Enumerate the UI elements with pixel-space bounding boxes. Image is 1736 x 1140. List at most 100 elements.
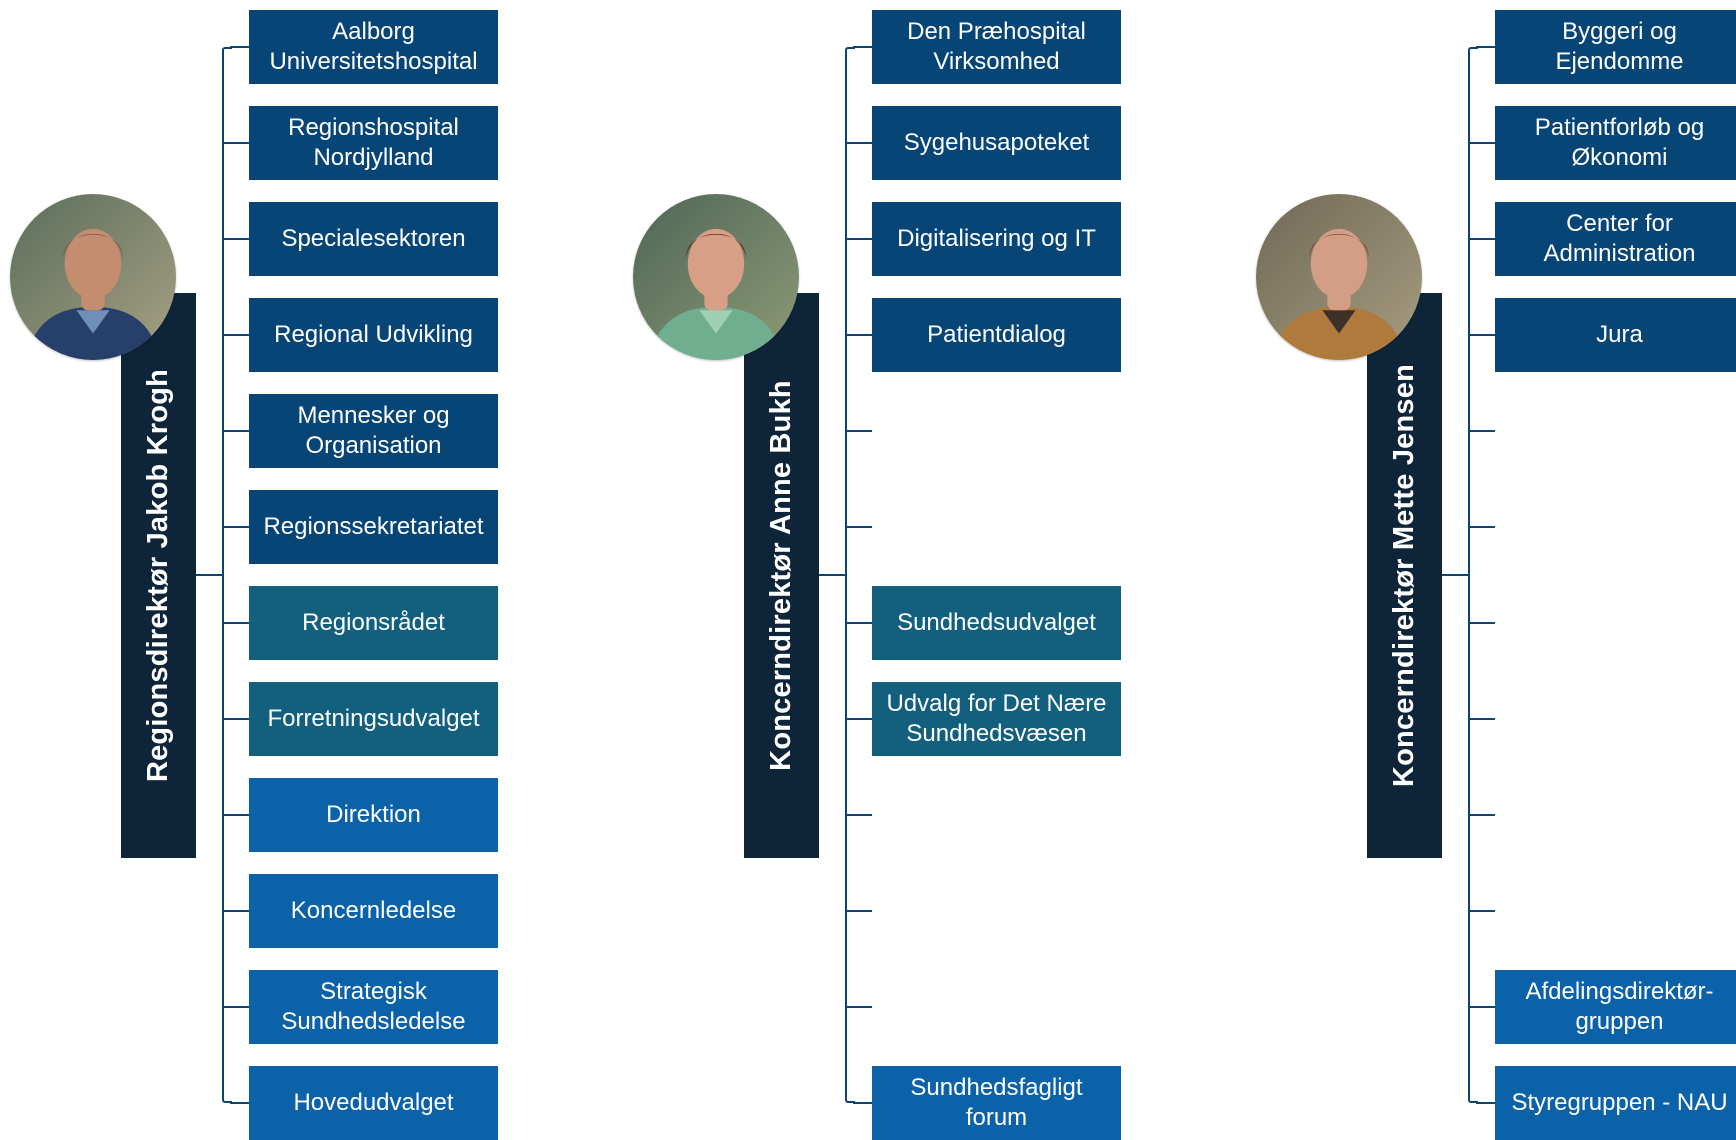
connector-branch — [222, 814, 249, 816]
connector-branch — [845, 142, 872, 144]
unit-label: Koncernledelse — [290, 897, 457, 924]
connector-spine — [222, 47, 232, 1103]
unit-card[interactable]: Direktion — [249, 778, 498, 852]
unit-card[interactable]: Strategisk Sundhedsledelse — [249, 970, 498, 1044]
connector-branch — [222, 526, 249, 528]
connector-stub — [819, 574, 845, 576]
connector-branch — [845, 622, 872, 624]
connector-branch — [1468, 718, 1495, 720]
unit-label: Specialesektoren — [281, 225, 466, 252]
connector-branch — [1476, 46, 1495, 48]
connector-branch — [845, 526, 872, 528]
unit-card[interactable]: Forretningsudvalget — [249, 682, 498, 756]
unit-label: Digitalisering og IT — [897, 225, 1096, 252]
connector-spine — [1468, 47, 1478, 1103]
connector-branch — [230, 1102, 249, 1104]
director-portrait — [633, 194, 799, 360]
unit-label: Direktion — [326, 801, 421, 828]
unit-card[interactable]: Styregruppen - NAU — [1495, 1066, 1736, 1140]
unit-label: Regionssekretariatet — [263, 513, 484, 540]
unit-label: Sundhedsudvalget — [897, 609, 1096, 636]
connector-branch — [222, 238, 249, 240]
unit-label: Strategisk Sundhedsledelse — [281, 978, 466, 1035]
unit-card[interactable]: Regional Udvikling — [249, 298, 498, 372]
unit-label: Regionsrådet — [302, 609, 445, 636]
connector-branch — [222, 430, 249, 432]
unit-label: Hovedudvalget — [293, 1089, 454, 1116]
director-portrait — [10, 194, 176, 360]
unit-label: Byggeri og Ejendomme — [1555, 18, 1684, 75]
unit-card[interactable]: Koncernledelse — [249, 874, 498, 948]
connector-branch — [1476, 1102, 1495, 1104]
connector-branch — [853, 1102, 872, 1104]
unit-card[interactable]: Udvalg for Det Nære Sundhedsvæsen — [872, 682, 1121, 756]
unit-card[interactable]: Afdelingsdirektør-gruppen — [1495, 970, 1736, 1044]
unit-label: Mennesker og Organisation — [297, 402, 450, 459]
connector-branch — [1468, 334, 1495, 336]
connector-branch — [222, 1006, 249, 1008]
unit-label: Sygehusapoteket — [903, 129, 1090, 156]
unit-card[interactable]: Regionssekretariatet — [249, 490, 498, 564]
unit-card[interactable]: Byggeri og Ejendomme — [1495, 10, 1736, 84]
unit-label: Aalborg Universitetshospital — [269, 18, 478, 75]
director-portrait — [1256, 194, 1422, 360]
connector-branch — [1468, 622, 1495, 624]
connector-stub — [1442, 574, 1468, 576]
unit-card[interactable]: Specialesektoren — [249, 202, 498, 276]
unit-label: Patientforløb og Økonomi — [1534, 114, 1705, 171]
unit-label: Styregruppen - NAU — [1511, 1089, 1728, 1116]
connector-branch — [1468, 1006, 1495, 1008]
connector-branch — [1468, 142, 1495, 144]
connector-branch — [845, 430, 872, 432]
connector-branch — [853, 46, 872, 48]
connector-branch — [1468, 430, 1495, 432]
connector-branch — [222, 142, 249, 144]
connector-branch — [845, 910, 872, 912]
connector-branch — [845, 814, 872, 816]
unit-card[interactable]: Sygehusapoteket — [872, 106, 1121, 180]
unit-card[interactable]: Regionsrådet — [249, 586, 498, 660]
unit-card[interactable]: Jura — [1495, 298, 1736, 372]
connector-spine — [845, 47, 855, 1103]
unit-label: Udvalg for Det Nære Sundhedsvæsen — [886, 690, 1107, 747]
unit-card[interactable]: Sundhedsfagligt forum — [872, 1066, 1121, 1140]
connector-branch — [845, 718, 872, 720]
connector-branch — [845, 1006, 872, 1008]
director-title: Koncerndirektør Mette Jensen — [1388, 364, 1420, 787]
connector-branch — [222, 622, 249, 624]
connector-branch — [845, 334, 872, 336]
unit-label: Forretningsudvalget — [267, 705, 480, 732]
unit-card[interactable]: Regionshospital Nordjylland — [249, 106, 498, 180]
unit-card[interactable]: Hovedudvalget — [249, 1066, 498, 1140]
connector-branch — [1468, 526, 1495, 528]
director-title: Regionsdirektør Jakob Krogh — [142, 368, 175, 783]
director-title: Koncerndirektør Anne Bukh — [765, 380, 798, 771]
director-title-bar: Koncerndirektør Mette Jensen — [1367, 293, 1442, 858]
unit-label: Regionshospital Nordjylland — [288, 114, 459, 171]
connector-stub — [196, 574, 222, 576]
unit-label: Sundhedsfagligt forum — [910, 1074, 1083, 1131]
connector-branch — [222, 910, 249, 912]
unit-card[interactable]: Digitalisering og IT — [872, 202, 1121, 276]
connector-branch — [230, 46, 249, 48]
unit-label: Center for Administration — [1543, 210, 1696, 267]
connector-branch — [222, 718, 249, 720]
director-title-bar: Koncerndirektør Anne Bukh — [744, 293, 819, 858]
connector-branch — [1468, 238, 1495, 240]
unit-label: Jura — [1596, 321, 1643, 348]
unit-card[interactable]: Aalborg Universitetshospital — [249, 10, 498, 84]
connector-branch — [1468, 814, 1495, 816]
unit-label: Afdelingsdirektør-gruppen — [1525, 978, 1714, 1035]
connector-branch — [222, 334, 249, 336]
unit-label: Patientdialog — [927, 321, 1066, 348]
connector-branch — [1468, 910, 1495, 912]
unit-card[interactable]: Patientdialog — [872, 298, 1121, 372]
unit-card[interactable]: Den Præhospital Virksomhed — [872, 10, 1121, 84]
unit-label: Regional Udvikling — [274, 321, 473, 348]
connector-branch — [845, 238, 872, 240]
unit-label: Den Præhospital Virksomhed — [907, 18, 1086, 75]
unit-card[interactable]: Center for Administration — [1495, 202, 1736, 276]
unit-card[interactable]: Sundhedsudvalget — [872, 586, 1121, 660]
unit-card[interactable]: Patientforløb og Økonomi — [1495, 106, 1736, 180]
unit-card[interactable]: Mennesker og Organisation — [249, 394, 498, 468]
